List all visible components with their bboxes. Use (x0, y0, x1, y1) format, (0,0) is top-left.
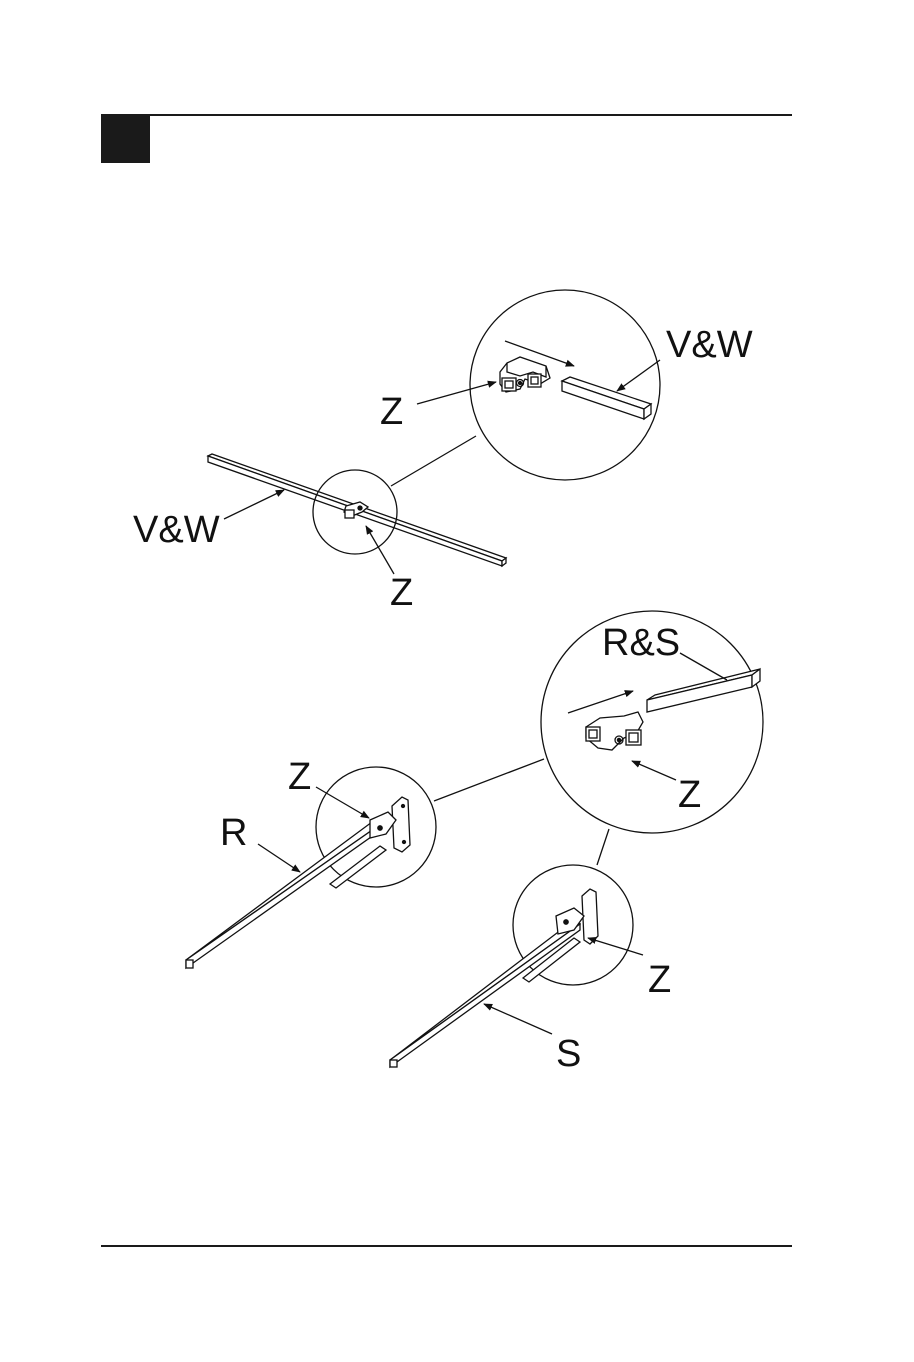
bottom-insert-arrow (568, 691, 633, 713)
top-vw-main-arrow (224, 490, 284, 519)
top-leader-line (391, 436, 476, 486)
label-bottom-detail-rs: R&S (602, 622, 680, 664)
label-top-main-vw: V&W (133, 509, 220, 551)
left-z-arrow (316, 787, 369, 818)
label-left-assembly-r: R (220, 812, 247, 854)
bottom-z-detail-arrow (632, 761, 676, 780)
left-r-arrow (258, 844, 300, 872)
bottom-rs-detail-line (680, 653, 727, 680)
label-top-detail-z: Z (380, 391, 403, 433)
label-right-assembly-s: S (556, 1033, 581, 1075)
z-connector-large (500, 357, 550, 392)
label-left-assembly-z: Z (288, 756, 311, 798)
rs-bar-end (647, 669, 760, 712)
top-z-detail-arrow (417, 382, 496, 404)
right-s-arrow (484, 1004, 552, 1034)
s-rail (390, 920, 580, 1067)
left-bracket (330, 797, 410, 888)
bottom-leader-right (597, 829, 609, 865)
bottom-assembly (186, 611, 763, 1067)
right-z-arrow (588, 938, 643, 955)
z-connector-bottom-large (586, 712, 643, 750)
r-rail (186, 822, 378, 968)
label-top-detail-vw: V&W (666, 324, 753, 366)
label-right-assembly-z: Z (648, 959, 671, 1001)
label-top-main-z: Z (390, 572, 413, 614)
top-z-main-arrow (366, 526, 394, 574)
bottom-leader-left (434, 759, 544, 801)
top-assembly (208, 290, 660, 566)
vw-bar-end (562, 377, 651, 419)
label-bottom-detail-z: Z (678, 774, 701, 816)
top-vw-detail-arrow (617, 360, 660, 391)
